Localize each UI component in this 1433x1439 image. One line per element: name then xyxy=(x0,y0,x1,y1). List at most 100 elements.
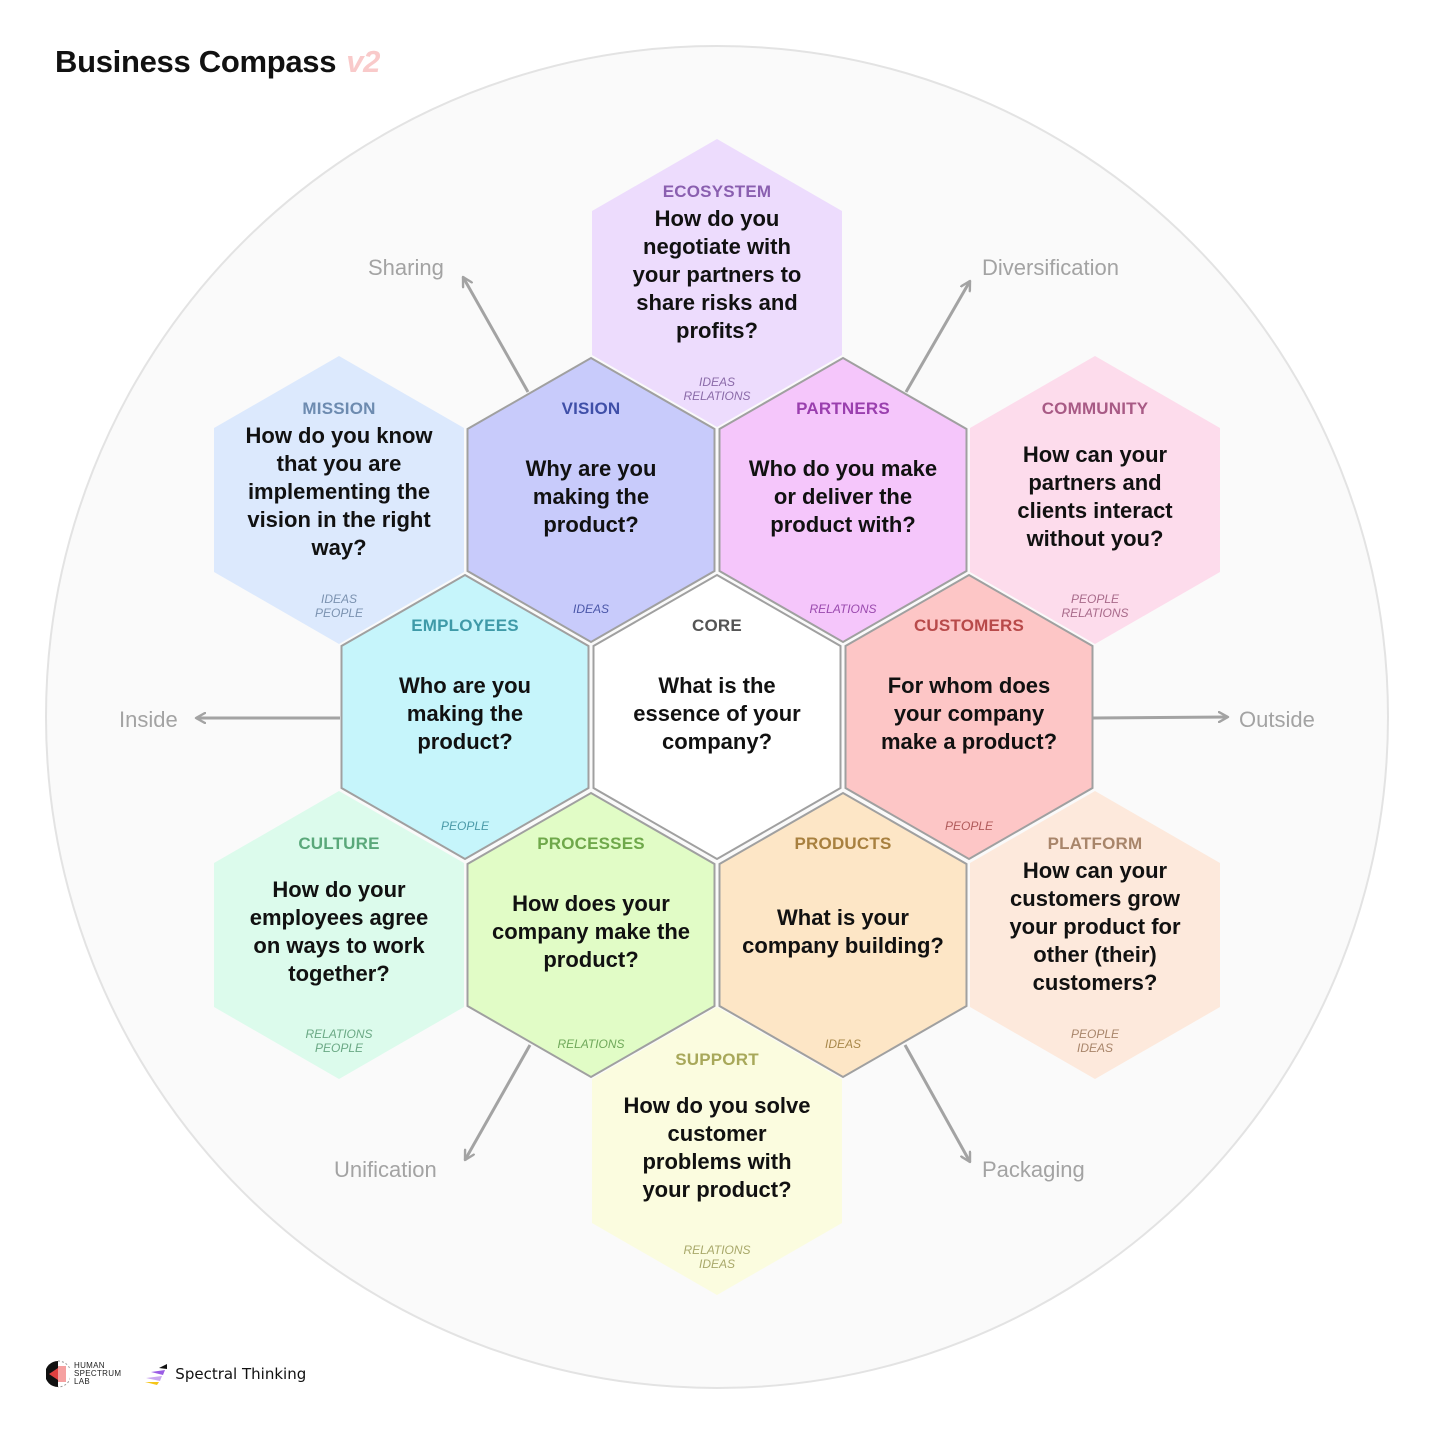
hex-products-tag: IDEAS xyxy=(825,1037,861,1051)
hex-question-line: employees agree xyxy=(250,905,429,930)
hex-ecosystem: ECOSYSTEM How do you negotiate with your pa… xyxy=(592,139,842,427)
direction-label-outside: Outside xyxy=(1239,707,1315,732)
hex-question-line: implementing the xyxy=(248,479,430,504)
hex-platform-tag: IDEAS xyxy=(1077,1041,1113,1055)
direction-label-diversification: Diversification xyxy=(982,255,1119,280)
hex-question-line: What is your xyxy=(777,905,909,930)
hex-question-line: What is the xyxy=(658,673,775,698)
hex-processes-tag: RELATIONS xyxy=(557,1037,624,1051)
hex-question-line: How can your xyxy=(1023,858,1168,883)
hex-ecosystem-question: How do you negotiate with your partners to… xyxy=(633,206,802,343)
hex-question-line: company building? xyxy=(742,933,944,958)
hex-question-line: product? xyxy=(543,947,638,972)
hex-processes-shape xyxy=(466,791,716,1079)
hex-question-line: customer xyxy=(667,1121,766,1146)
hex-question-line: How do your xyxy=(272,877,406,902)
direction-arrows xyxy=(196,277,1228,1162)
hex-grid: ECOSYSTEM How do you negotiate with your pa… xyxy=(214,139,1220,1295)
hex-question-line: share risks and xyxy=(636,290,797,315)
title-version: v2 xyxy=(346,44,381,79)
title-text: Business Compass xyxy=(55,44,337,79)
hex-question-line: your product for xyxy=(1009,914,1181,939)
hex-question-line: Who are you xyxy=(399,673,531,698)
hex-mission-tag: PEOPLE xyxy=(315,606,364,620)
hex-question-line: customers? xyxy=(1033,970,1158,995)
hex-customers-tag: PEOPLE xyxy=(945,819,994,833)
hex-question-line: company make the xyxy=(492,919,690,944)
hex-culture-label: CULTURE xyxy=(298,834,379,853)
hex-culture-shape xyxy=(214,791,464,1079)
hex-community-tag: RELATIONS xyxy=(1061,606,1128,620)
hex-employees-tag: PEOPLE xyxy=(441,819,490,833)
hex-community-label: COMMUNITY xyxy=(1042,399,1149,418)
hex-question-line: company? xyxy=(662,729,772,754)
direction-label-packaging: Packaging xyxy=(982,1157,1085,1182)
hex-mission-question: How do you know that you are implementing … xyxy=(246,423,434,560)
hex-ecosystem-label: ECOSYSTEM xyxy=(663,182,772,201)
hex-culture-tag: PEOPLE xyxy=(315,1041,364,1055)
hex-question-line: How do you xyxy=(655,206,780,231)
hex-question-line: How can your xyxy=(1023,442,1168,467)
hex-question-line: on ways to work xyxy=(253,933,425,958)
human-spectrum-lab-logo: HUMAN SPECTRUM LAB xyxy=(46,1360,121,1388)
hex-question-line: profits? xyxy=(676,318,758,343)
hex-question-line: your partners to xyxy=(633,262,802,287)
hex-mission-tag: IDEAS xyxy=(321,592,357,606)
hex-question-line: your product? xyxy=(642,1177,791,1202)
hex-ecosystem-tag: RELATIONS xyxy=(683,389,750,403)
hex-question-line: that you are xyxy=(277,451,402,476)
hex-question-line: your company xyxy=(894,701,1045,726)
hex-culture-tag: RELATIONS xyxy=(305,1027,372,1041)
hex-question-line: partners and xyxy=(1028,470,1161,495)
spectral-thinking-logo: Spectral Thinking xyxy=(143,1362,306,1386)
human-spectrum-lab-icon xyxy=(46,1360,70,1388)
direction-label-unification: Unification xyxy=(334,1157,437,1182)
hex-question-line: product? xyxy=(543,512,638,537)
hex-support-tag: RELATIONS xyxy=(683,1243,750,1257)
arrow-sharing xyxy=(461,277,530,393)
hex-support-shape xyxy=(592,1007,842,1295)
hex-customers-shape xyxy=(844,573,1094,861)
hex-support-label: SUPPORT xyxy=(675,1050,759,1069)
hex-employees-shape xyxy=(340,573,590,861)
hex-mission-shape xyxy=(214,356,464,644)
hex-question-line: For whom does xyxy=(888,673,1051,698)
hex-processes-label: PROCESSES xyxy=(537,834,645,853)
hex-vision-tag: IDEAS xyxy=(573,602,609,616)
hex-core-label: CORE xyxy=(692,616,742,635)
hex-question-line: How do you know xyxy=(246,423,434,448)
hex-partners-question: Who do you make or deliver the product wit… xyxy=(749,456,937,537)
direction-label-inside: Inside xyxy=(119,707,178,732)
footer-logos: HUMAN SPECTRUM LAB Spectral Thinking xyxy=(46,1360,306,1388)
hex-employees-label: EMPLOYEES xyxy=(411,616,519,635)
hex-question-line: or deliver the xyxy=(774,484,912,509)
arrow-outside xyxy=(1092,717,1228,718)
hex-question-line: making the xyxy=(407,701,523,726)
hex-question-line: together? xyxy=(288,961,389,986)
hex-core-shape xyxy=(592,573,842,861)
hex-community-tag: PEOPLE xyxy=(1071,592,1120,606)
hex-question-line: product with? xyxy=(770,512,915,537)
hex-question-line: negotiate with xyxy=(643,234,791,259)
hex-question-line: Why are you xyxy=(526,456,657,481)
hex-question-line: Who do you make xyxy=(749,456,937,481)
